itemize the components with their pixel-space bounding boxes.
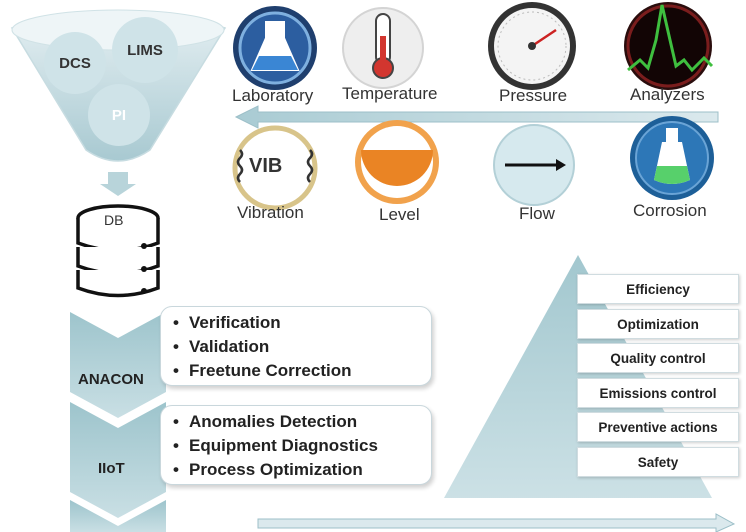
vibration-icon-text: VIB bbox=[249, 155, 283, 177]
database-label: DB bbox=[104, 212, 124, 228]
iiot-item: •Equipment Diagnostics bbox=[173, 436, 378, 455]
sensor-label-pressure: Pressure bbox=[499, 86, 568, 105]
sensor-label-temperature: Temperature bbox=[342, 84, 438, 103]
anacon-item: •Freetune Correction bbox=[173, 361, 352, 380]
iiot-label: IIoT bbox=[98, 460, 125, 477]
chevron-iiot bbox=[70, 402, 166, 518]
anacon-panel: •Verification •Validation •Freetune Corr… bbox=[160, 306, 432, 386]
laboratory-icon bbox=[233, 6, 317, 90]
sensor-label-laboratory: Laboratory bbox=[232, 86, 314, 105]
chevron-tail bbox=[70, 500, 166, 532]
left-arrow bbox=[234, 105, 719, 129]
iiot-item: •Process Optimization bbox=[173, 460, 363, 479]
temperature-icon bbox=[342, 7, 424, 89]
sensor-label-vibration: Vibration bbox=[237, 203, 304, 222]
vibration-icon bbox=[232, 125, 318, 211]
funnel-down-arrow bbox=[100, 172, 136, 196]
pyramid-item-safety: Safety bbox=[577, 447, 739, 477]
pyramid-item-preventive-actions: Preventive actions bbox=[577, 412, 739, 442]
anacon-label: ANACON bbox=[78, 371, 144, 388]
pyramid-item-quality-control: Quality control bbox=[577, 343, 739, 373]
iiot-panel: •Anomalies Detection •Equipment Diagnost… bbox=[160, 405, 432, 485]
pyramid-item-optimization: Optimization bbox=[577, 309, 739, 339]
sensor-label-corrosion: Corrosion bbox=[633, 201, 707, 220]
pyramid-item-emissions-control: Emissions control bbox=[577, 378, 739, 408]
corrosion-icon bbox=[630, 116, 714, 200]
funnel-item-pi: PI bbox=[88, 84, 150, 146]
sensor-label-level: Level bbox=[379, 205, 420, 224]
anacon-item: •Verification bbox=[173, 313, 281, 332]
chevron-anacon bbox=[70, 312, 166, 418]
sensor-label-analyzers: Analyzers bbox=[630, 85, 705, 104]
funnel-item-lims: LIMS bbox=[112, 17, 178, 83]
pyramid-item-efficiency: Efficiency bbox=[577, 274, 739, 304]
analyzers-icon bbox=[624, 2, 714, 90]
level-icon bbox=[355, 120, 439, 204]
funnel-item-dcs: DCS bbox=[44, 32, 106, 94]
pressure-gauge-icon bbox=[488, 2, 576, 90]
database-icon bbox=[76, 204, 160, 298]
bottom-right-arrow bbox=[257, 513, 736, 532]
anacon-item: •Validation bbox=[173, 337, 270, 356]
iiot-item: •Anomalies Detection bbox=[173, 412, 358, 431]
flow-icon bbox=[493, 124, 575, 206]
sensor-label-flow: Flow bbox=[519, 204, 555, 223]
